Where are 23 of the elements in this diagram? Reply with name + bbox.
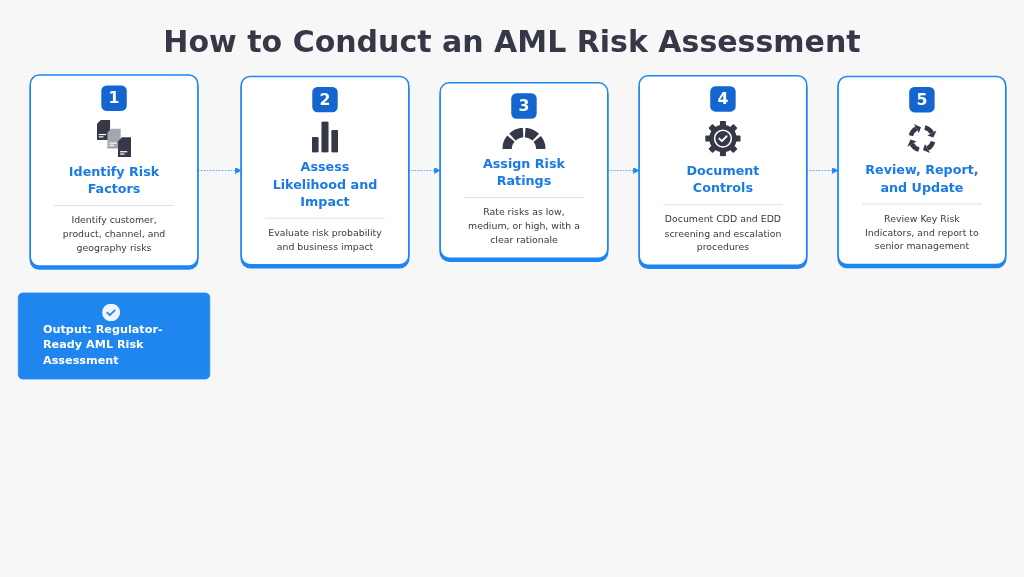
node-box <box>837 75 1007 266</box>
step-description: Rate risks as low, medium, or high, with a clear rationale <box>467 205 581 248</box>
step-heading: Identify Risk Factors <box>67 163 161 198</box>
step-number: 1 <box>108 88 120 110</box>
step-heading: Review, Report, and Update <box>864 161 980 197</box>
step-description: Review Key Risk Indicators, and report to senior management <box>864 211 980 254</box>
node-box <box>638 75 808 267</box>
step-number: 4 <box>717 88 729 110</box>
step-number: 3 <box>518 96 530 117</box>
step-number: 5 <box>916 89 928 111</box>
node-box <box>240 75 410 266</box>
node-box <box>29 74 199 267</box>
step-heading: Document Controls <box>685 162 761 197</box>
title: How to Conduct an AML Risk Assessment <box>163 23 861 61</box>
node-box <box>17 292 211 380</box>
output-text: Output: Regulator-Ready AML Risk Assessment <box>43 321 164 369</box>
step-heading: Assign Risk Ratings <box>481 155 566 190</box>
step-number: 2 <box>319 89 331 111</box>
step-description: Document CDD and EDD screening and escalation procedures <box>663 212 783 255</box>
node-box <box>439 82 609 259</box>
step-description: Identify customer, product, channel, and geography risks <box>61 213 167 256</box>
step-heading: Assess Likelihood and Impact <box>271 158 379 211</box>
step-description: Evaluate risk probability and business impact <box>267 225 383 254</box>
